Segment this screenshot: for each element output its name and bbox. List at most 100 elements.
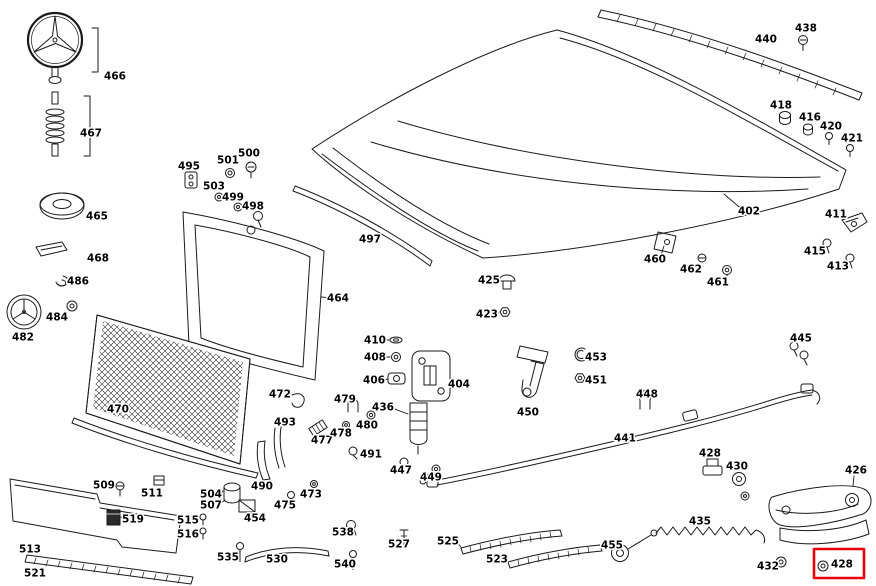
part-label-493: 493 bbox=[274, 417, 296, 429]
hood-panel-402 bbox=[311, 29, 847, 259]
part-label-511: 511 bbox=[141, 488, 163, 500]
screw-421 bbox=[846, 144, 854, 157]
part-label-440: 440 bbox=[755, 34, 777, 46]
safety-catch-450 bbox=[516, 345, 549, 398]
part-label-449: 449 bbox=[420, 472, 442, 484]
clamp-538 bbox=[345, 520, 357, 536]
part-label-450: 450 bbox=[517, 407, 539, 419]
star-emblem-466 bbox=[26, 11, 84, 84]
part-label-484: 484 bbox=[46, 312, 68, 324]
seal-525 bbox=[460, 529, 563, 555]
part-label-530: 530 bbox=[266, 554, 288, 566]
grommet-416 bbox=[803, 123, 813, 136]
part-label-482: 482 bbox=[12, 332, 34, 344]
part-label-495: 495 bbox=[178, 161, 200, 173]
part-label-479: 479 bbox=[334, 394, 356, 406]
part-label-415: 415 bbox=[804, 246, 826, 258]
screw-509 bbox=[115, 481, 125, 497]
screw-420 bbox=[825, 132, 833, 145]
molding-530 bbox=[244, 547, 330, 563]
part-label-477: 477 bbox=[311, 435, 333, 447]
part-label-454: 454 bbox=[244, 513, 266, 525]
ring-484 bbox=[66, 300, 78, 312]
clip-468 bbox=[35, 241, 68, 257]
part-label-408: 408 bbox=[364, 352, 386, 364]
part-label-404: 404 bbox=[448, 379, 470, 391]
bolt-447 bbox=[399, 457, 409, 474]
leader-line-525 bbox=[457, 543, 462, 548]
washer-432 bbox=[775, 556, 787, 568]
bracket-467 bbox=[83, 95, 91, 157]
screw-413 bbox=[845, 253, 855, 269]
part-label-435: 435 bbox=[689, 516, 711, 528]
part-label-466: 466 bbox=[104, 71, 126, 83]
screw-515 bbox=[199, 513, 207, 526]
part-label-453: 453 bbox=[585, 352, 607, 364]
part-label-513: 513 bbox=[19, 544, 41, 556]
nut-408 bbox=[391, 352, 401, 362]
badge-482 bbox=[6, 294, 42, 330]
bracket-466 bbox=[91, 27, 99, 73]
part-label-497: 497 bbox=[359, 234, 381, 246]
part-label-441: 441 bbox=[614, 433, 636, 445]
strip-490 bbox=[256, 440, 271, 481]
part-label-413: 413 bbox=[827, 261, 849, 273]
part-label-465: 465 bbox=[86, 211, 108, 223]
strip-493 bbox=[273, 426, 286, 469]
leader-line-436 bbox=[393, 408, 409, 415]
sleeve-480 bbox=[366, 410, 376, 420]
cowl-rail-440 bbox=[597, 9, 863, 101]
return-spring-435 bbox=[650, 526, 766, 544]
part-label-480: 480 bbox=[356, 420, 378, 432]
part-label-402: 402 bbox=[738, 206, 760, 218]
part-label-428-highlighted: 428 bbox=[831, 559, 853, 571]
part-label-423: 423 bbox=[476, 309, 498, 321]
clip-448 bbox=[638, 390, 652, 410]
part-label-445: 445 bbox=[790, 333, 812, 345]
part-label-421: 421 bbox=[841, 133, 863, 145]
box-454 bbox=[238, 499, 256, 513]
nut-451 bbox=[574, 373, 586, 383]
part-label-472: 472 bbox=[269, 389, 291, 401]
clip-479 bbox=[347, 398, 359, 413]
part-label-418: 418 bbox=[770, 100, 792, 112]
washer-499 bbox=[233, 202, 243, 212]
part-label-448: 448 bbox=[636, 389, 658, 401]
screw-491 bbox=[348, 446, 358, 460]
part-label-428: 428 bbox=[699, 448, 721, 460]
spring-pin-467 bbox=[45, 91, 65, 157]
screw-445-pair bbox=[789, 341, 809, 366]
part-label-504: 504 bbox=[200, 489, 222, 501]
part-label-509: 509 bbox=[93, 480, 115, 492]
bracket-519 bbox=[106, 509, 121, 526]
grommet-511 bbox=[153, 475, 165, 486]
part-label-451: 451 bbox=[585, 375, 607, 387]
leader-line-453 bbox=[584, 354, 587, 357]
part-label-500: 500 bbox=[238, 148, 260, 160]
part-label-535: 535 bbox=[217, 552, 239, 564]
grille-insert-470 bbox=[85, 314, 251, 465]
clip-473 bbox=[310, 480, 318, 488]
part-label-461: 461 bbox=[707, 277, 729, 289]
washer-449 bbox=[431, 464, 441, 474]
seal-strip-521 bbox=[24, 554, 194, 585]
front-strip-497 bbox=[292, 185, 433, 267]
part-label-455: 455 bbox=[601, 540, 623, 552]
grommet-465 bbox=[39, 192, 85, 220]
part-label-468: 468 bbox=[87, 253, 109, 265]
release-handle-426 bbox=[768, 485, 872, 545]
leader-line-402 bbox=[723, 193, 741, 209]
leader-line-406 bbox=[384, 378, 389, 381]
clip-486 bbox=[55, 275, 69, 287]
part-label-499: 499 bbox=[222, 192, 244, 204]
plate-495 bbox=[184, 171, 198, 189]
screw-540 bbox=[349, 550, 357, 570]
buffer-504-507 bbox=[223, 482, 241, 504]
washer-410 bbox=[389, 336, 403, 344]
part-label-527: 527 bbox=[388, 539, 410, 551]
leader-line-460 bbox=[660, 245, 665, 255]
part-label-438: 438 bbox=[795, 23, 817, 35]
